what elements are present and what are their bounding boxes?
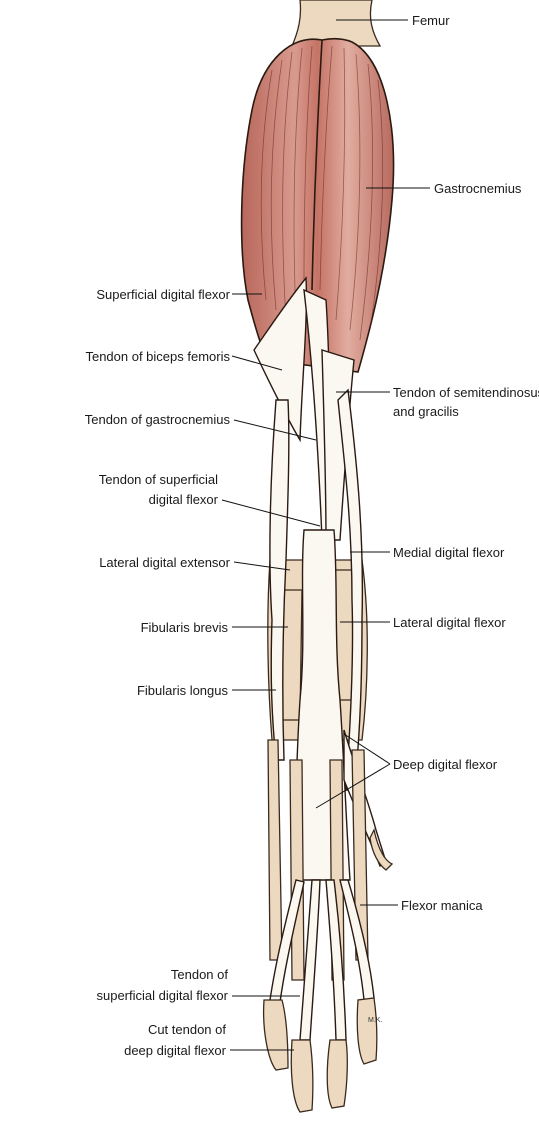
gastrocnemius-shape: [240, 37, 395, 373]
label-tendon-sdf2-1: Tendon of: [171, 967, 228, 982]
labels: Femur Gastrocnemius Superficial digital …: [85, 13, 539, 1058]
label-gastrocnemius: Gastrocnemius: [434, 181, 522, 196]
label-cut-tendon-1: Cut tendon of: [148, 1022, 226, 1037]
digital-tendons: [269, 879, 375, 1041]
label-medial-digital-flexor: Medial digital flexor: [393, 545, 505, 560]
leader-biceps-femoris: [231, 355, 283, 371]
label-tendon-biceps-femoris: Tendon of biceps femoris: [85, 349, 230, 364]
leader-tendon-gastrocnemius: [233, 419, 317, 441]
label-cut-tendon-2: deep digital flexor: [124, 1043, 227, 1058]
femur-shape: [291, 0, 382, 47]
leader-deep-digital-flexor-b: [315, 763, 391, 809]
label-superficial-digital-flexor: Superficial digital flexor: [96, 287, 230, 302]
label-fibularis-longus: Fibularis longus: [137, 683, 229, 698]
lateral-tendon-band: [269, 399, 290, 761]
toes: [262, 828, 394, 1113]
leader-lines: [221, 19, 430, 1051]
artist-signature: M.K.: [368, 1017, 382, 1024]
label-tendon-gastrocnemius: Tendon of gastrocnemius: [85, 412, 231, 427]
label-flexor-manica: Flexor manica: [401, 898, 483, 913]
label-tendon-sdf-2: digital flexor: [149, 492, 219, 507]
label-deep-digital-flexor: Deep digital flexor: [393, 757, 498, 772]
label-tendon-semitendinosus-2: and gracilis: [393, 404, 459, 419]
leader-lateral-digital-extensor: [233, 561, 291, 571]
label-femur: Femur: [412, 13, 450, 28]
muscle-striations: [260, 45, 384, 341]
label-lateral-digital-flexor: Lateral digital flexor: [393, 615, 506, 630]
gastrocnemius-division: [311, 39, 323, 291]
label-fibularis-brevis: Fibularis brevis: [141, 620, 229, 635]
label-lateral-digital-extensor: Lateral digital extensor: [99, 555, 230, 570]
label-tendon-sdf-1: Tendon of superficial: [99, 472, 218, 487]
label-tendon-semitendinosus-1: Tendon of semitendinosus: [393, 385, 539, 400]
leader-tendon-sdf: [221, 499, 321, 527]
label-tendon-sdf2-2: superficial digital flexor: [96, 988, 228, 1003]
leader-deep-digital-flexor-a: [343, 733, 391, 765]
